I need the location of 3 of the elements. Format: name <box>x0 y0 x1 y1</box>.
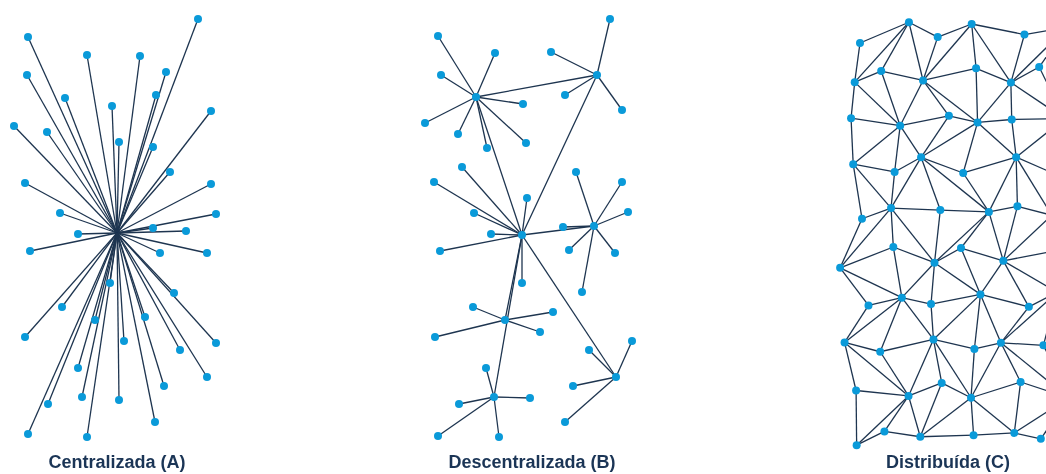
caption: Descentralizada (B) <box>448 452 616 473</box>
caption: Distribuída (C) <box>886 452 1010 473</box>
caption: Centralizada (A) <box>48 452 186 473</box>
